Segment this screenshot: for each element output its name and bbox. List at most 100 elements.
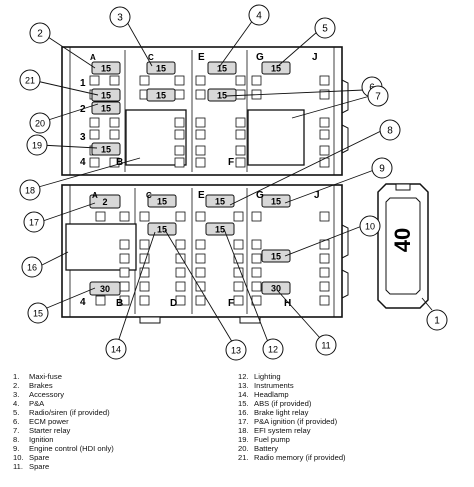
- terminal-slot: [195, 281, 206, 292]
- callout-9: 9: [371, 157, 393, 179]
- callout-4: 4: [248, 4, 270, 26]
- callout-8: 8: [379, 119, 401, 141]
- fuse-block-diagram: 15 15 15 15 15 15 15 15: [19, 4, 448, 361]
- maxi-fuse[interactable]: 40: [377, 183, 429, 309]
- terminal-slot: [319, 157, 330, 168]
- fuse-spare-10[interactable]: 15: [261, 249, 291, 263]
- terminal-slot: [233, 253, 244, 264]
- terminal-slot: [139, 267, 150, 278]
- svg-text:13: 13: [231, 346, 241, 356]
- terminal-slot: [89, 75, 100, 86]
- terminal-slot: [89, 117, 100, 128]
- terminal-slot: [175, 211, 186, 222]
- callout-14: 14: [105, 338, 127, 360]
- callout-12: 12: [262, 338, 284, 360]
- fuse-ecm-power[interactable]: 15: [207, 88, 237, 102]
- legend-item-21: 21.Radio memory (if provided): [238, 453, 346, 462]
- fuse-pa-ignition[interactable]: 2: [89, 194, 121, 209]
- legend-item-19: 19.Fuel pump: [238, 435, 290, 444]
- terminal-slot: [119, 295, 130, 306]
- terminal-slot: [319, 239, 330, 250]
- svg-text:11: 11: [321, 341, 330, 351]
- column-label-a-lower: A: [92, 191, 98, 200]
- callouts: 2 3 4 5 6 7 8 9 10 1 11 12 13 14 15 16 1…: [19, 4, 448, 361]
- terminal-slot: [235, 157, 246, 168]
- terminal-slot: [319, 75, 330, 86]
- fuse-instruments[interactable]: 15: [147, 194, 177, 208]
- terminal-slot: [251, 253, 262, 264]
- callout-3: 3: [109, 6, 131, 28]
- terminal-slot: [119, 211, 130, 222]
- fuse-ignition[interactable]: 15: [205, 194, 235, 208]
- terminal-slot: [195, 117, 206, 128]
- svg-text:17: 17: [29, 218, 39, 228]
- svg-text:16: 16: [27, 263, 37, 273]
- fuse-c2[interactable]: 15: [146, 88, 176, 102]
- fuse-amp-label: 15: [271, 64, 281, 74]
- fuse-amp-label: 30: [271, 284, 281, 294]
- terminal-slot: [195, 89, 206, 100]
- callout-17: 17: [23, 211, 45, 233]
- column-label-g: G: [256, 52, 264, 63]
- svg-text:12: 12: [268, 345, 278, 355]
- column-label-f-upper: F: [228, 157, 234, 168]
- row-label-2: 2: [80, 104, 86, 115]
- fuse-amp-label: 15: [101, 91, 111, 101]
- terminal-slot: [139, 295, 150, 306]
- terminal-slot: [195, 129, 206, 140]
- svg-text:7: 7: [375, 92, 381, 103]
- fuse-radio-memory[interactable]: 15: [91, 88, 121, 102]
- legend-item-1: 1.Maxi-fuse: [13, 372, 62, 381]
- fuse-abs[interactable]: 30: [89, 281, 121, 296]
- terminal-slot: [233, 239, 244, 250]
- terminal-slot: [175, 239, 186, 250]
- terminal-slot: [251, 211, 262, 222]
- fuse-amp-label: 15: [157, 225, 167, 235]
- fuse-amp-label: 15: [215, 197, 225, 207]
- fuse-lighting[interactable]: 15: [205, 222, 235, 236]
- legend-item-20: 20.Battery: [238, 444, 279, 453]
- callout-13: 13: [225, 339, 247, 361]
- fuse-amp-label: 30: [100, 284, 110, 294]
- leader-lines: [31, 19, 433, 346]
- legend-item-2: 2.Brakes: [13, 381, 53, 390]
- svg-text:18: 18: [25, 186, 35, 196]
- terminal-slot: [195, 295, 206, 306]
- terminal-slot: [319, 129, 330, 140]
- terminal-slot: [235, 117, 246, 128]
- column-label-e: E: [198, 52, 205, 63]
- legend-item-5: 5.Radio/siren (if provided): [13, 408, 110, 417]
- terminal-slot: [174, 145, 185, 156]
- callout-20: 20: [29, 112, 51, 134]
- callout-15: 15: [27, 302, 49, 324]
- svg-text:2: 2: [37, 29, 43, 40]
- fuse-radio-siren[interactable]: 15: [261, 61, 291, 75]
- terminal-slot: [139, 211, 150, 222]
- column-label-b-upper: B: [116, 157, 123, 168]
- legend-item-4: 4.P&A: [13, 399, 45, 408]
- fuse-pa[interactable]: 15: [207, 61, 237, 75]
- fuse-spare-11[interactable]: 30: [261, 281, 291, 295]
- terminal-slot: [251, 281, 262, 292]
- fuse-fuel-pump[interactable]: 15: [91, 142, 121, 156]
- fuse-headlamp[interactable]: 15: [147, 222, 177, 236]
- terminal-slot: [119, 281, 130, 292]
- legend-item-3: 3.Accessory: [13, 390, 65, 399]
- fuse-amp-label: 15: [101, 104, 111, 114]
- callout-16: 16: [21, 256, 43, 278]
- terminal-slot: [235, 75, 246, 86]
- svg-text:20: 20: [35, 119, 45, 129]
- svg-text:15: 15: [33, 309, 43, 319]
- terminal-slot: [251, 239, 262, 250]
- legend-item-16: 16.Brake light relay: [238, 408, 309, 417]
- row-label-4-lower: 4: [80, 297, 86, 308]
- terminal-slot: [235, 89, 246, 100]
- legend-item-12: 12.Lighting: [238, 372, 281, 381]
- fuse-brakes[interactable]: 15: [91, 61, 121, 75]
- terminal-slot: [235, 129, 246, 140]
- fuse-accessory[interactable]: 15: [146, 61, 176, 75]
- terminal-slot: [139, 239, 150, 250]
- fuse-engine-control[interactable]: 15: [261, 194, 291, 208]
- fuse-battery[interactable]: 15: [91, 101, 121, 115]
- callout-1: 1: [426, 309, 448, 331]
